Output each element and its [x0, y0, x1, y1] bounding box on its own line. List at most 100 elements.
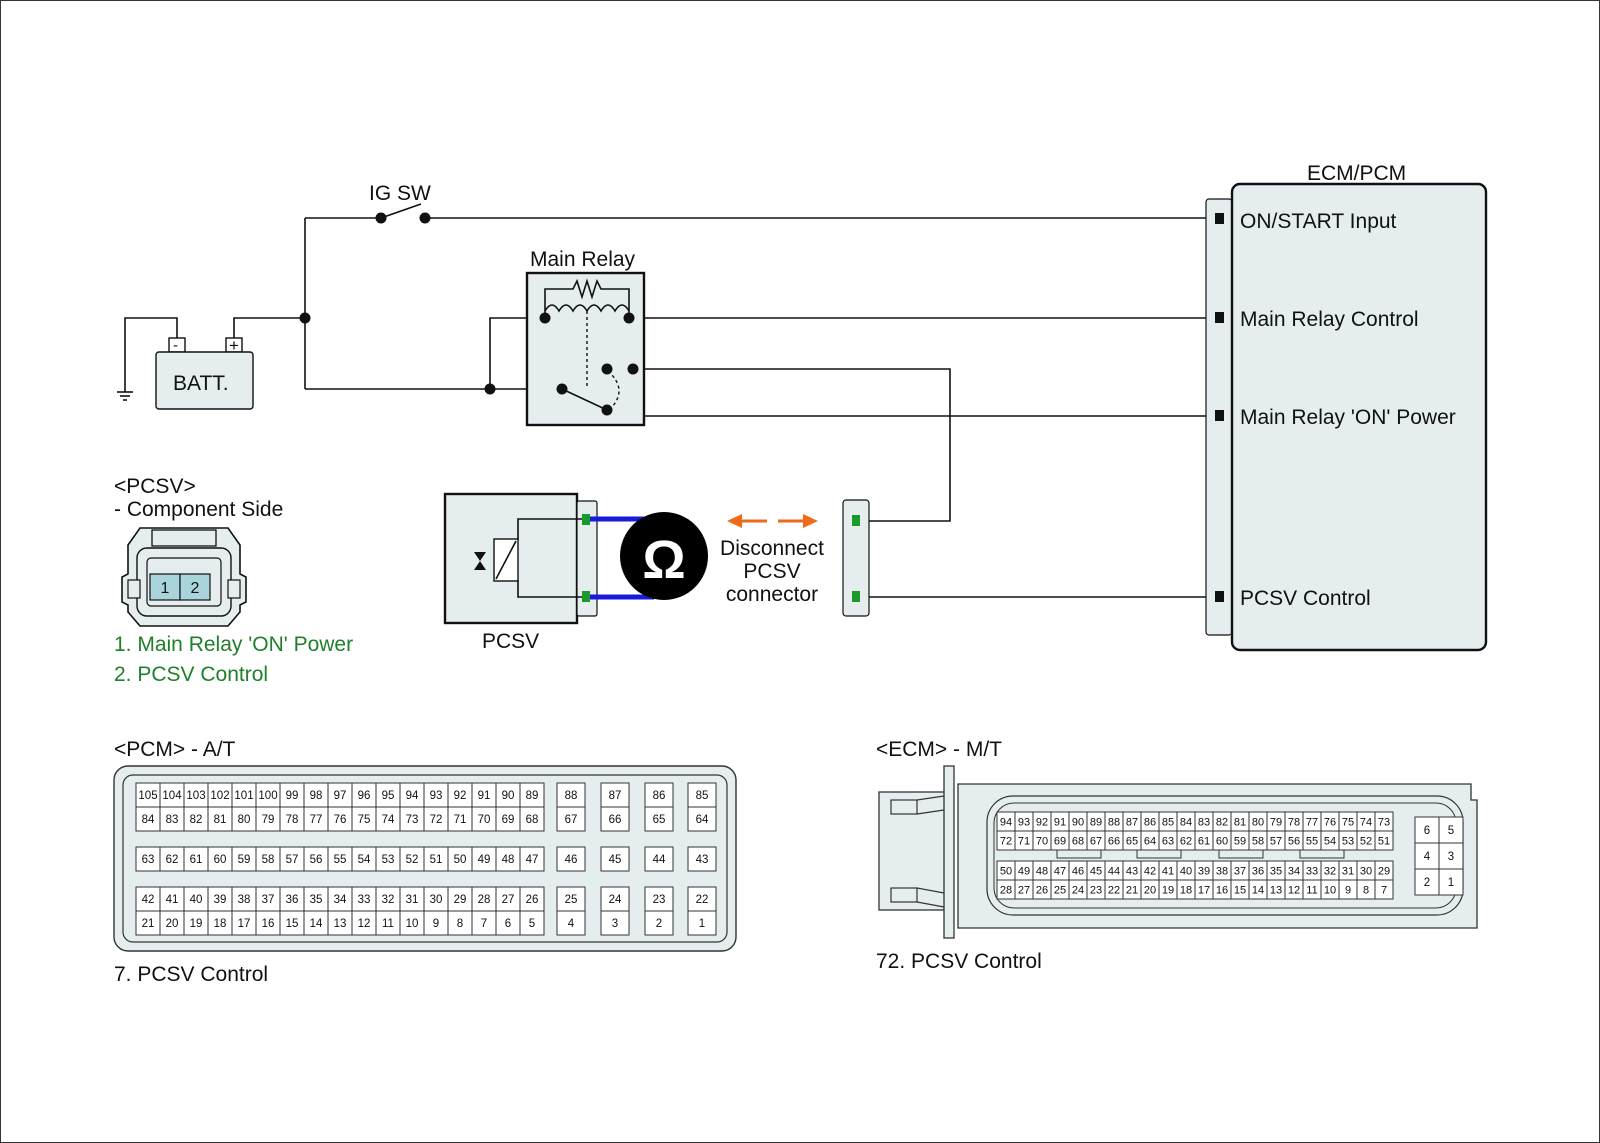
- pin-number: 41: [166, 894, 179, 906]
- pin-number: 98: [310, 790, 323, 802]
- pcsv-pin-note-2: 2. PCSV Control: [114, 663, 268, 686]
- pin-number: 91: [478, 790, 491, 802]
- pin-number: 53: [1342, 836, 1354, 848]
- ecm-pin-on-start-input: ON/START Input: [1240, 210, 1397, 233]
- pin-cell: [447, 846, 473, 872]
- pin-number: 75: [1342, 817, 1354, 829]
- pin-number: 6: [1424, 825, 1430, 837]
- pin-number: 23: [1090, 885, 1102, 897]
- pin-number: 43: [1126, 866, 1138, 878]
- pin-number: 32: [1324, 866, 1336, 878]
- pin-number: 27: [1018, 885, 1030, 897]
- pin-number: 8: [1363, 885, 1369, 897]
- pin-number: 79: [262, 814, 275, 826]
- pin-number: 57: [286, 854, 299, 866]
- pin-cell: [556, 846, 586, 872]
- pin-cell: [687, 886, 717, 912]
- pin-cell: [519, 910, 545, 936]
- pin-number: 56: [1288, 836, 1300, 848]
- pin-number: 28: [1000, 885, 1012, 897]
- pin-cell: [351, 806, 377, 832]
- pin-number: 46: [565, 854, 578, 866]
- pin-number: 45: [1090, 866, 1102, 878]
- pin-cell: [1414, 816, 1440, 844]
- pin-number: 9: [1345, 885, 1351, 897]
- pin-number: 1: [1448, 877, 1454, 889]
- pin-cell: [351, 846, 377, 872]
- pin-number: 84: [142, 814, 155, 826]
- pin-number: 44: [653, 854, 666, 866]
- pin-number: 62: [1180, 836, 1192, 848]
- pin-number: 10: [406, 918, 419, 930]
- pin-cell: [375, 846, 401, 872]
- pin-number: 70: [478, 814, 491, 826]
- pcm-connector-note: 7. PCSV Control: [114, 963, 268, 986]
- pin-number: 35: [1270, 866, 1282, 878]
- pin-number: 61: [1198, 836, 1210, 848]
- ohm-icon: Ω: [642, 530, 685, 590]
- pin-cell: [183, 910, 209, 936]
- pin-cell: [279, 910, 305, 936]
- pin-cell: [1374, 879, 1394, 900]
- pin-number: 11: [1306, 885, 1317, 897]
- key-slot: [1218, 849, 1264, 859]
- pin-number: 44: [1108, 866, 1120, 878]
- pin-number: 8: [457, 918, 463, 930]
- pin-number: 74: [382, 814, 395, 826]
- pin-number: 101: [234, 790, 253, 802]
- pin-number: 12: [358, 918, 371, 930]
- pin-cell: [159, 846, 185, 872]
- ecm-connector-title: <ECM> - M/T: [876, 738, 1002, 761]
- pin-number: 34: [1288, 866, 1300, 878]
- pin-number: 92: [454, 790, 467, 802]
- pin-number: 67: [565, 814, 578, 826]
- pin-number: 80: [1252, 817, 1264, 829]
- pin-number: 19: [190, 918, 203, 930]
- pin-cell: [207, 846, 233, 872]
- pin-cell: [135, 846, 161, 872]
- pin-number: 65: [653, 814, 666, 826]
- pin-number: 3: [612, 918, 618, 930]
- pin-number: 29: [1378, 866, 1390, 878]
- pin-cell: [279, 846, 305, 872]
- pin-number: 89: [526, 790, 539, 802]
- pin-number: 49: [478, 854, 491, 866]
- pin-number: 77: [1306, 817, 1318, 829]
- pin-number: 51: [430, 854, 443, 866]
- pin-number: 2: [1424, 877, 1430, 889]
- pin-number: 3: [1448, 851, 1454, 863]
- pin-cell: [231, 910, 257, 936]
- pin-cell: [399, 910, 425, 936]
- battery: - + BATT.: [155, 336, 254, 410]
- pin-number: 87: [1126, 817, 1138, 829]
- pin-number: 7: [481, 918, 487, 930]
- pin-number: 88: [565, 790, 578, 802]
- pin-cell: [183, 806, 209, 832]
- pin-number: 61: [190, 854, 203, 866]
- pin-number: 10: [1324, 885, 1336, 897]
- pin-cell: [159, 886, 185, 912]
- pin-number: 19: [1162, 885, 1174, 897]
- pin-number: 4: [568, 918, 575, 930]
- pin-number: 64: [696, 814, 709, 826]
- pin-number: 102: [210, 790, 229, 802]
- pin-cell: [1438, 842, 1464, 870]
- pin-number: 53: [382, 854, 395, 866]
- pin-number: 40: [1180, 866, 1192, 878]
- main-relay-label: Main Relay: [530, 248, 636, 271]
- pin-number: 100: [258, 790, 277, 802]
- pin-number: 78: [286, 814, 299, 826]
- pin-number: 30: [430, 894, 443, 906]
- pin-number: 86: [1144, 817, 1156, 829]
- pin-number: 105: [138, 790, 157, 802]
- pin-number: 60: [1216, 836, 1228, 848]
- pin-number: 93: [1018, 817, 1030, 829]
- pcm-connector-title: <PCM> - A/T: [114, 738, 236, 761]
- disconnect-arrows-icon: [727, 514, 818, 528]
- pin-number: 79: [1270, 817, 1282, 829]
- pin-number: 2: [656, 918, 662, 930]
- pin-number: 57: [1270, 836, 1282, 848]
